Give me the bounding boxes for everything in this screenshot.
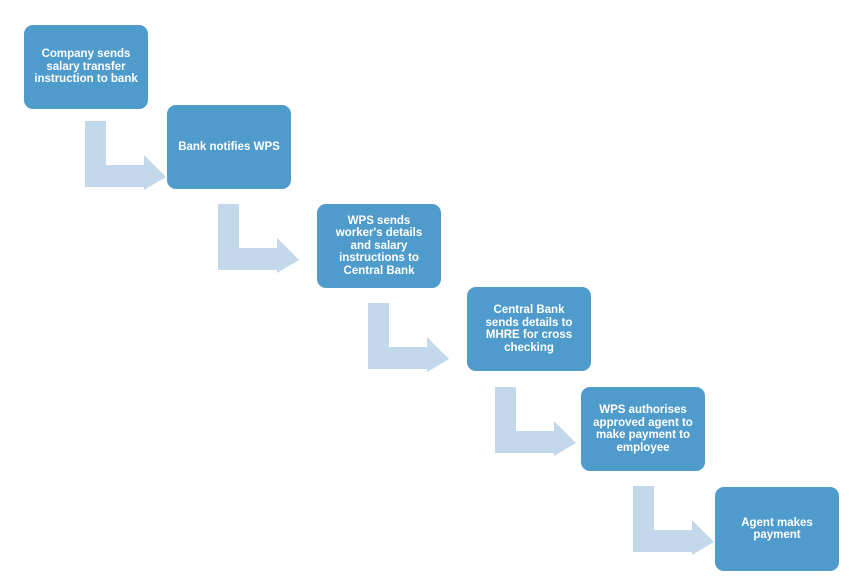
step-3-label: WPS sends worker's details and salary in… <box>335 214 423 277</box>
arrow-step-2-to-3 <box>218 204 299 273</box>
arrow-step-3-to-4 <box>368 303 449 372</box>
step-5-wps-authorises-agent: WPS authorises approved agent to make pa… <box>581 387 705 471</box>
step-1-company-sends-instruction: Company sends salary transfer instructio… <box>24 25 148 109</box>
step-1-label: Company sends salary transfer instructio… <box>34 48 138 86</box>
arrow-step-4-to-5 <box>495 387 576 456</box>
step-6-label: Agent makes payment <box>741 516 813 542</box>
step-5-label: WPS authorises approved agent to make pa… <box>593 404 693 454</box>
step-2-label: Bank notifies WPS <box>178 140 280 153</box>
step-2-bank-notifies-wps: Bank notifies WPS <box>167 105 291 189</box>
arrow-step-1-to-2 <box>85 121 166 190</box>
arrow-step-5-to-6 <box>633 486 714 555</box>
step-3-wps-sends-details: WPS sends worker's details and salary in… <box>317 204 441 288</box>
step-4-central-bank-sends-details: Central Bank sends details to MHRE for c… <box>467 287 591 371</box>
step-6-agent-makes-payment: Agent makes payment <box>715 487 839 571</box>
step-4-label: Central Bank sends details to MHRE for c… <box>485 304 573 354</box>
